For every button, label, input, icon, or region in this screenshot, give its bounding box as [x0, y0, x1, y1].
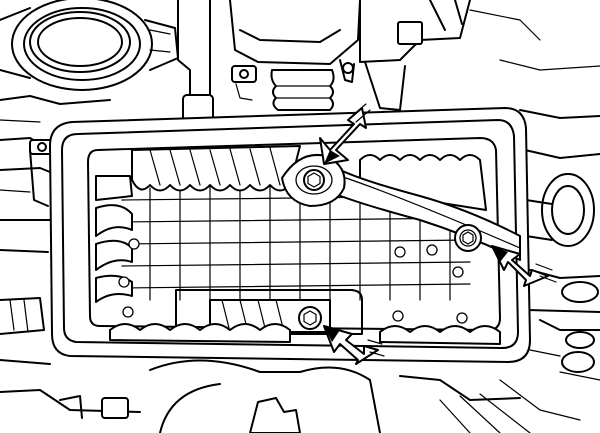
upper-right-mechanism [359, 0, 600, 111]
right-side-parts [519, 109, 600, 381]
bolt-upper-center [303, 169, 325, 191]
corrugated-top-edge [131, 145, 487, 211]
bolt-lower [298, 306, 322, 330]
intake-pipe [0, 0, 179, 123]
arrow-upper-bolt [319, 103, 371, 165]
arrow-right-bolt [491, 245, 557, 287]
arrow-lower-bolt [323, 325, 385, 365]
air-filter-housing [49, 107, 531, 363]
spring-assembly [270, 59, 355, 111]
bottom-parts [0, 359, 581, 433]
callout-arrows [319, 103, 557, 365]
bottom-scallops [109, 323, 291, 343]
housing-rivets [118, 238, 468, 324]
bolt-right [454, 224, 482, 252]
